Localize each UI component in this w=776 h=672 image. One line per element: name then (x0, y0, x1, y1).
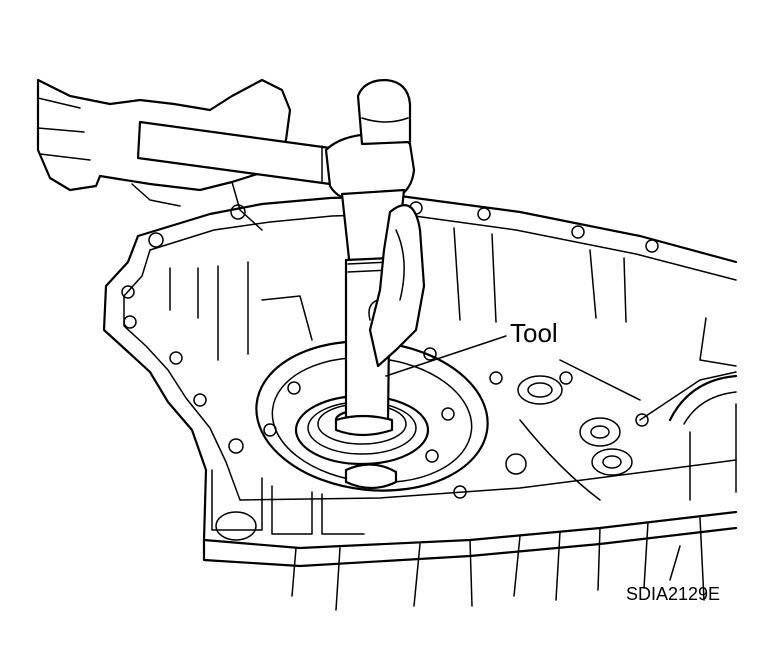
figure-code: SDIA2129E (626, 584, 720, 604)
tool-callout: Tool (385, 318, 558, 377)
holding-hand (368, 204, 426, 368)
hammer-head (324, 78, 416, 204)
flange-bolt-holes (121, 201, 659, 454)
case-ports (453, 371, 649, 499)
tool-label: Tool (510, 318, 558, 348)
